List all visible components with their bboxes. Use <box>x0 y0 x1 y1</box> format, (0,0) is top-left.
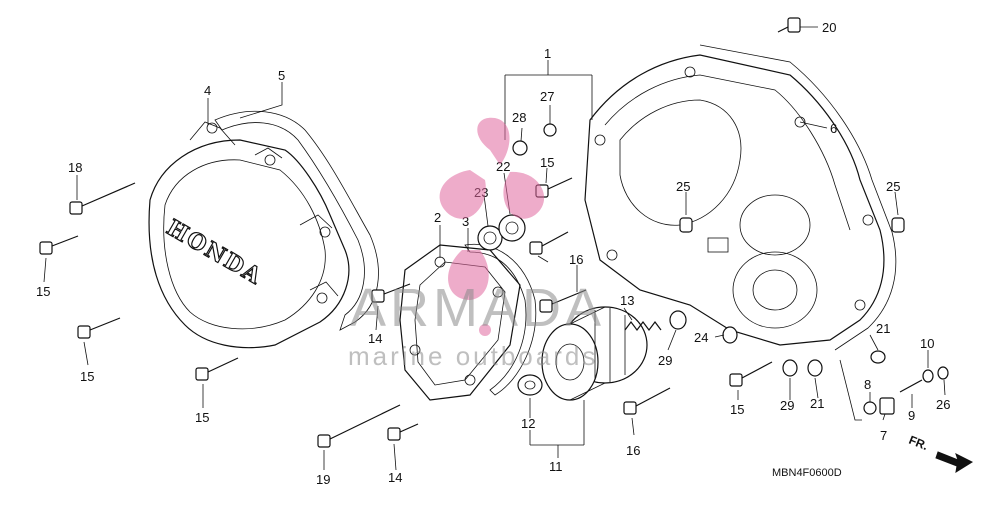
dowel-pin-25b-drawing <box>891 217 905 233</box>
callout-15a: 15 <box>36 284 50 299</box>
callout-12: 12 <box>521 416 535 431</box>
o-ring-24-drawing <box>722 326 738 344</box>
nut-12-drawing <box>517 374 543 396</box>
callout-5: 5 <box>278 68 285 83</box>
callout-15d: 15 <box>540 155 554 170</box>
arrow-right-icon <box>935 451 974 474</box>
callout-28: 28 <box>512 110 526 125</box>
callout-24: 24 <box>694 330 708 345</box>
callout-27: 27 <box>540 89 554 104</box>
washer-21a-drawing <box>807 359 823 377</box>
callout-14a: 14 <box>368 331 382 346</box>
callout-15e: 15 <box>730 402 744 417</box>
washer-10-drawing <box>922 369 934 383</box>
oil-filter-rotor-drawing <box>541 306 648 401</box>
gasket-6-drawing <box>699 44 897 351</box>
callout-20: 20 <box>822 20 836 35</box>
front-direction-indicator: FR. <box>907 433 974 474</box>
callout-16b: 16 <box>626 443 640 458</box>
bolt-18-drawing <box>69 182 136 215</box>
bolt-15c-drawing <box>195 357 239 381</box>
callout-6: 6 <box>830 121 837 136</box>
o-ring-29b-drawing <box>782 359 798 377</box>
callout-7: 7 <box>880 428 887 443</box>
crankcase-cover-drawing <box>584 54 885 346</box>
bolt-16b-drawing <box>623 387 671 415</box>
washer-8-drawing <box>863 401 877 415</box>
watermark-tagline: marine outboards <box>348 341 598 371</box>
bolt-16a-drawing <box>539 289 587 313</box>
bolt-15d-drawing <box>529 231 569 255</box>
callout-18: 18 <box>68 160 82 175</box>
bolt-14a-drawing <box>387 423 419 441</box>
gasket-3-drawing <box>464 243 537 396</box>
o-ring-29a-drawing <box>669 310 687 330</box>
callout-14b: 14 <box>388 470 402 485</box>
bolt-15b-drawing <box>77 317 121 339</box>
bolt-9-drawing <box>899 379 923 393</box>
callout-labels: 1 2 3 4 5 6 7 8 9 10 11 12 13 14 14 15 1… <box>36 20 950 487</box>
drawing-code: MBN4F0600D <box>772 467 842 479</box>
callout-8: 8 <box>864 377 871 392</box>
spring-13-drawing <box>624 321 662 331</box>
leader-lines <box>43 26 946 471</box>
callout-2: 2 <box>434 210 441 225</box>
callout-11: 11 <box>549 459 563 474</box>
bearing-22-drawing <box>498 214 526 242</box>
fr-label: FR. <box>907 433 930 453</box>
seal-23-drawing <box>477 225 503 251</box>
armada-watermark: ARMADA marine outboards <box>348 117 605 371</box>
callout-19: 19 <box>316 472 330 487</box>
washer-27-drawing <box>543 123 557 137</box>
bolt-15a-drawing <box>39 235 79 255</box>
callout-26: 26 <box>936 397 950 412</box>
callout-25b: 25 <box>886 179 900 194</box>
callout-9: 9 <box>908 408 915 423</box>
callout-16a: 16 <box>569 252 583 267</box>
callout-15c: 15 <box>195 410 209 425</box>
callout-13: 13 <box>620 293 634 308</box>
callout-1: 1 <box>544 46 551 61</box>
callout-21b: 21 <box>810 396 824 411</box>
callout-29b: 29 <box>780 398 794 413</box>
bolt-15f-drawing <box>729 361 773 387</box>
gasket-5-drawing <box>214 110 379 331</box>
callout-21a: 21 <box>876 321 890 336</box>
bolt-14b-drawing <box>371 283 411 303</box>
bolt-28-drawing <box>512 140 528 156</box>
callout-3: 3 <box>462 214 469 229</box>
watermark-brand: ARMADA <box>350 278 605 338</box>
armada-logo-icon <box>439 117 545 336</box>
callout-4: 4 <box>204 83 211 98</box>
bolt-19-drawing <box>317 404 401 448</box>
callout-10: 10 <box>920 336 934 351</box>
dowel-pin-25a-drawing <box>679 217 693 233</box>
plug-7-drawing <box>879 397 895 415</box>
bolt-20-drawing <box>777 17 801 33</box>
callout-15b: 15 <box>80 369 94 384</box>
washer-21b-drawing <box>870 350 886 364</box>
nut-26-drawing <box>937 366 949 380</box>
pump-cover-drawing <box>399 244 521 401</box>
callout-25a: 25 <box>676 179 690 194</box>
callout-29a: 29 <box>658 353 672 368</box>
clutch-cover-drawing <box>148 121 350 349</box>
